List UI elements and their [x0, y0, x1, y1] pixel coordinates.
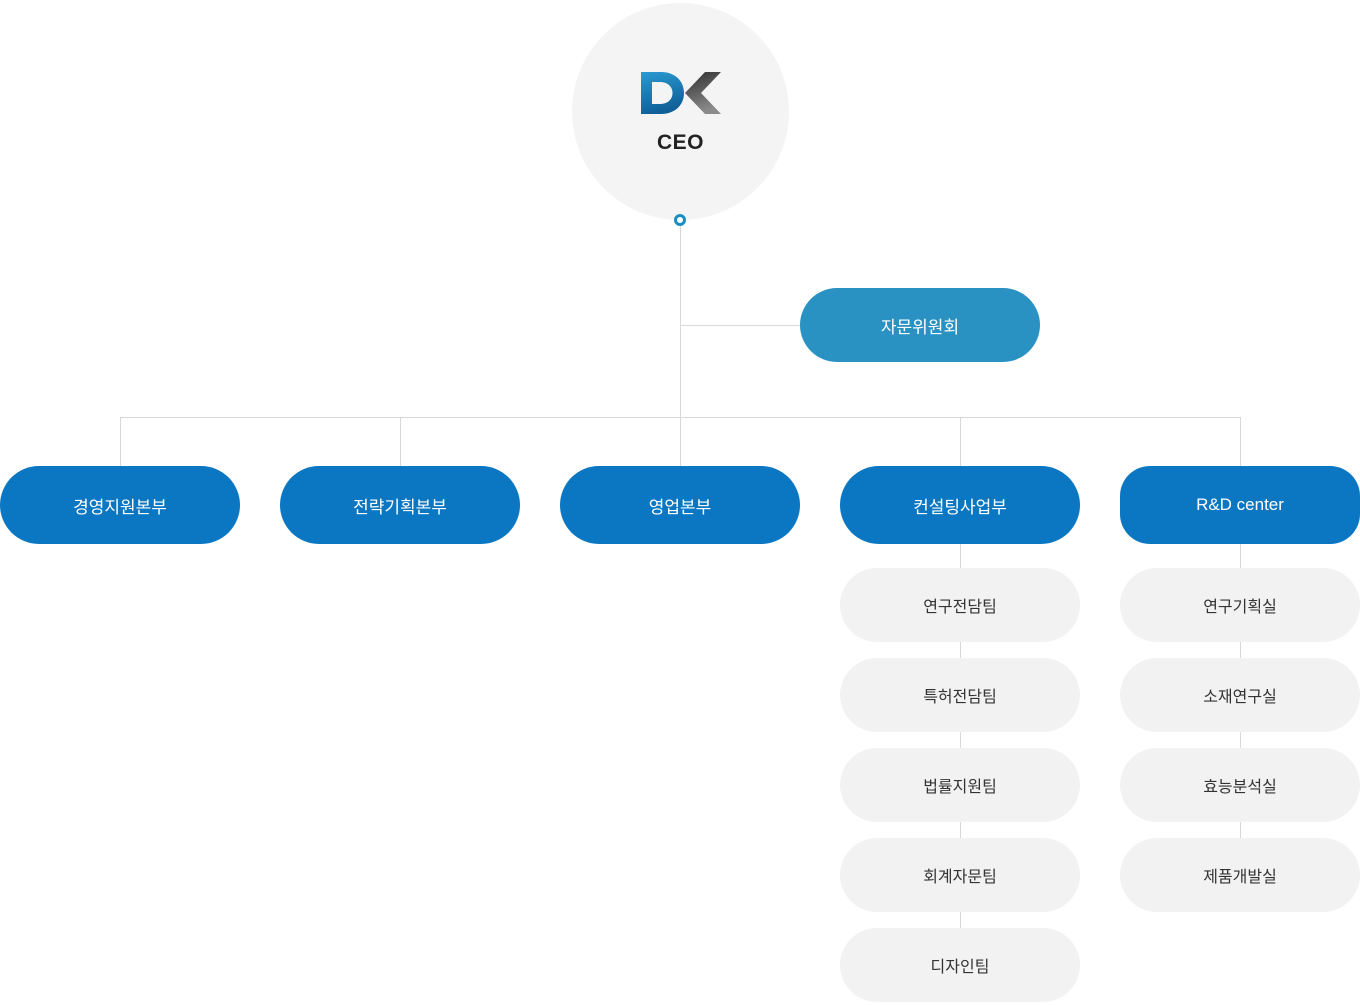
connector-rnd-sub-2	[1240, 642, 1241, 658]
node-division-management-support[interactable]: 경영지원본부	[0, 466, 240, 544]
node-sub-materials-research-office[interactable]: 소재연구실	[1120, 658, 1360, 732]
node-sub-research-planning-office[interactable]: 연구기획실	[1120, 568, 1360, 642]
node-sub-research-team[interactable]: 연구전담팀	[840, 568, 1080, 642]
connector-consulting-sub-3	[960, 732, 961, 748]
connector-rnd-sub-4	[1240, 822, 1241, 838]
connector-consulting-sub-1	[960, 544, 961, 568]
ceo-label: CEO	[656, 131, 704, 154]
connector-drop-strategic-planning	[400, 417, 401, 467]
connector-consulting-sub-2	[960, 642, 961, 658]
dk-logo-icon	[640, 72, 721, 114]
connector-drop-management-support	[120, 417, 121, 467]
connector-drop-sales	[680, 417, 681, 467]
node-division-sales[interactable]: 영업본부	[560, 466, 800, 544]
connector-ceo-trunk	[680, 226, 681, 417]
node-advisory-committee[interactable]: 자문위원회	[800, 288, 1040, 362]
connector-advisory-branch	[680, 325, 800, 326]
node-division-consulting[interactable]: 컨설팅사업부	[840, 466, 1080, 544]
node-sub-product-development-office[interactable]: 제품개발실	[1120, 838, 1360, 912]
connector-consulting-sub-5	[960, 912, 961, 928]
node-division-rnd-center[interactable]: R&D center	[1120, 466, 1360, 544]
ceo-node[interactable]: CEO	[572, 3, 789, 220]
connector-consulting-sub-4	[960, 822, 961, 838]
node-division-strategic-planning[interactable]: 전략기획본부	[280, 466, 520, 544]
connector-drop-consulting	[960, 417, 961, 467]
node-sub-efficacy-analysis-office[interactable]: 효능분석실	[1120, 748, 1360, 822]
node-sub-accounting-advisory-team[interactable]: 회계자문팀	[840, 838, 1080, 912]
node-sub-patent-team[interactable]: 특허전담팀	[840, 658, 1080, 732]
connector-rnd-sub-1	[1240, 544, 1241, 568]
node-sub-legal-support-team[interactable]: 법률지원팀	[840, 748, 1080, 822]
connector-drop-rnd-center	[1240, 417, 1241, 467]
connector-rnd-sub-3	[1240, 732, 1241, 748]
ceo-connector-dot	[674, 214, 686, 226]
node-sub-design-team[interactable]: 디자인팀	[840, 928, 1080, 1002]
